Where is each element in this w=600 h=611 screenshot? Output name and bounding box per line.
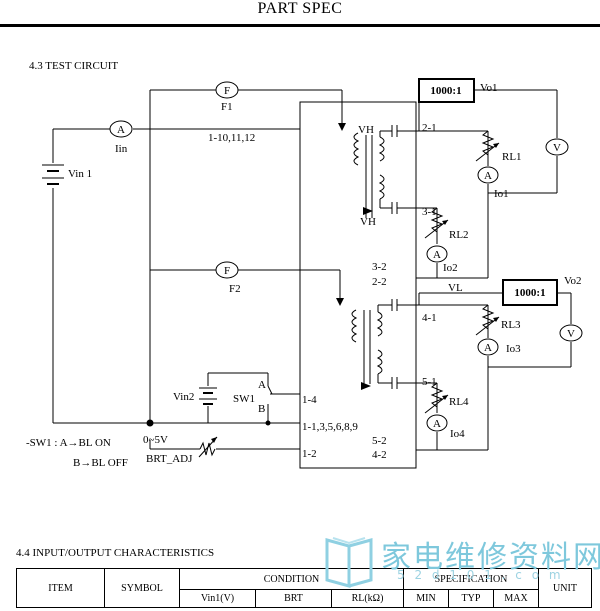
fuse1-label: F1 [221, 101, 233, 113]
header-unit: UNIT [538, 568, 592, 608]
vin1-label: Vin 1 [68, 168, 92, 180]
probe-box-2 [502, 279, 558, 306]
rl1-label: RL1 [502, 151, 522, 163]
iin-label: Iin [115, 143, 128, 155]
circuit-wires [52, 89, 572, 469]
voltmeter2-symbol: V [567, 328, 575, 340]
io-characteristics-table: ITEM SYMBOL CONDITION SPECIFICATION UNIT… [16, 568, 592, 608]
vl-label: VL [448, 282, 463, 294]
pin-2-2: 2-2 [372, 276, 387, 288]
probe2-label: 1000:1 [514, 287, 545, 299]
vin2-label: Vin2 [173, 391, 194, 403]
rl3-label: RL3 [501, 319, 521, 331]
io3-label: Io3 [506, 343, 521, 355]
header-item: ITEM [16, 568, 105, 608]
rl2-label: RL2 [449, 229, 469, 241]
note-line-1: -SW1 : A→BL ON [26, 437, 111, 449]
pin-2-1: 2-1 [422, 122, 437, 134]
battery-vin1 [42, 164, 64, 185]
section-43-title: 4.3 TEST CIRCUIT [29, 60, 119, 72]
pin-1-2: 1-2 [302, 448, 317, 460]
vh-top-label: VH [358, 124, 374, 136]
meter-circles [109, 81, 583, 432]
header-specification: SPECIFICATION [403, 568, 539, 590]
switch-b-label: B [258, 403, 265, 415]
pin-3-1: 3-1 [422, 206, 437, 218]
ammeter-io1-symbol: A [484, 170, 492, 182]
resistor-arrow-tips [211, 143, 499, 443]
vo2-label: Vo2 [564, 275, 582, 287]
fuse2-symbol: F [224, 265, 230, 277]
sw1-label: SW1 [233, 393, 255, 405]
vo1-label: Vo1 [480, 82, 498, 94]
pin-4-1: 4-1 [422, 312, 437, 324]
sub-max: MAX [493, 589, 539, 608]
fuse2-label: F2 [229, 283, 241, 295]
pin-1-4: 1-4 [302, 394, 317, 406]
pin-5-2: 5-2 [372, 435, 387, 447]
pin-ground-label: 1-1,3,5,6,8,9 [302, 421, 358, 433]
table-header-row: ITEM SYMBOL CONDITION SPECIFICATION UNIT [16, 568, 592, 608]
probe-box-1 [418, 78, 475, 103]
section-44-title: 4.4 INPUT/OUTPUT CHARACTERISTICS [16, 547, 215, 559]
pin-3-2: 3-2 [372, 261, 387, 273]
ammeter-in-symbol: A [117, 124, 125, 136]
ammeter-io3-symbol: A [484, 342, 492, 354]
vh-bottom-label: VH [360, 216, 376, 228]
range-label: 0~5V [143, 434, 168, 446]
ammeter-io2-symbol: A [433, 249, 441, 261]
page-title: PART SPEC [257, 0, 343, 17]
rl4-label: RL4 [449, 396, 469, 408]
sub-rl: RL(kΩ) [331, 589, 404, 608]
load-resistors [198, 130, 500, 458]
io4-label: Io4 [450, 428, 465, 440]
sub-vin1: Vin1(V) [179, 589, 256, 608]
battery-vin2 [199, 387, 217, 405]
pin-4-2: 4-2 [372, 449, 387, 461]
pins-top-label: 1-10,11,12 [208, 132, 255, 144]
ammeter-io4-symbol: A [433, 418, 441, 430]
header-rule [0, 24, 600, 27]
pin-5-1: 5-1 [422, 376, 437, 388]
probe1-label: 1000:1 [430, 85, 461, 97]
sub-brt: BRT [255, 589, 332, 608]
switch-a-label: A [258, 379, 266, 391]
header-condition: CONDITION [179, 568, 404, 590]
arrowheads [336, 123, 373, 390]
fuse1-symbol: F [224, 85, 230, 97]
sub-typ: TYP [448, 589, 494, 608]
brt-adj-label: BRT_ADJ [146, 453, 193, 465]
io1-label: Io1 [494, 188, 509, 200]
voltmeter1-symbol: V [553, 142, 561, 154]
table-subheader-row: Vin1(V) BRT RL(kΩ) MIN TYP MAX [17, 589, 592, 608]
note-line-2: B→BL OFF [73, 457, 128, 469]
sub-min: MIN [403, 589, 449, 608]
page-header: PART SPEC [0, 0, 600, 27]
io2-label: Io2 [443, 262, 458, 274]
header-symbol: SYMBOL [104, 568, 180, 608]
